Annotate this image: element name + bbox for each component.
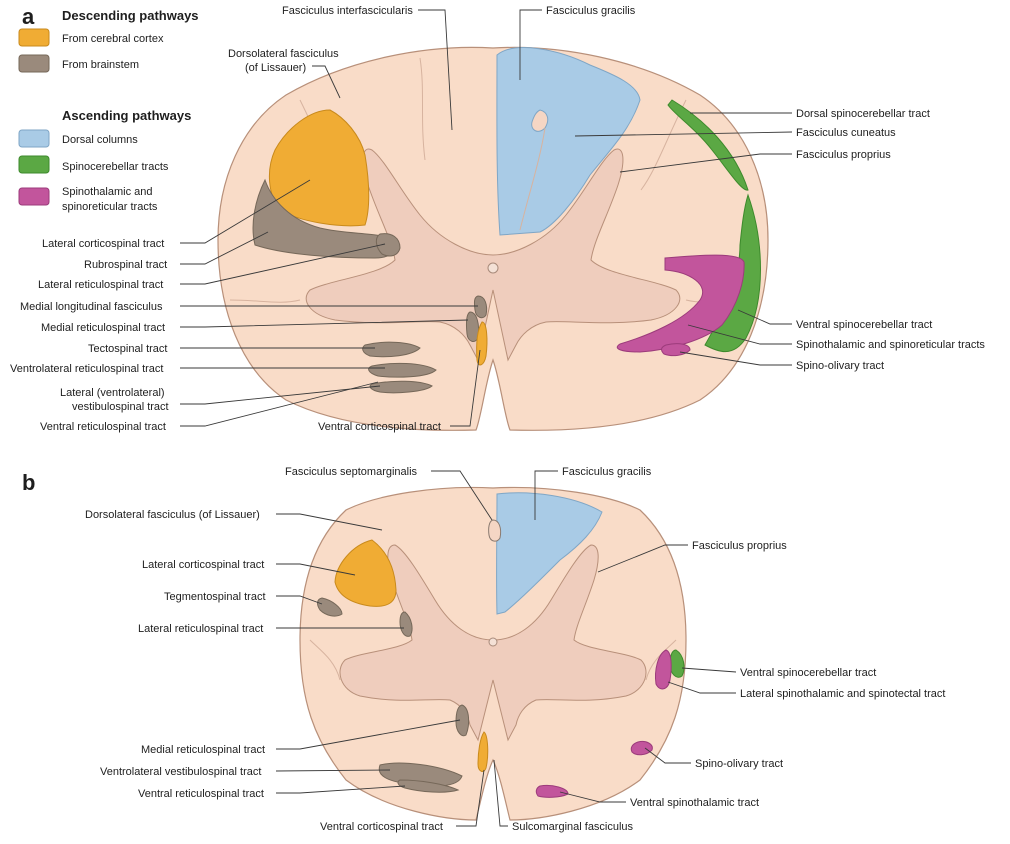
- label-a-dorsal-spinocerebellar: Dorsal spinocerebellar tract: [796, 108, 930, 120]
- label-a-dorsolateral-1: Dorsolateral fasciculus: [228, 48, 339, 60]
- label-a-fasciculus-proprius: Fasciculus proprius: [796, 149, 891, 161]
- legend-swatch-brainstem: [19, 55, 49, 72]
- panel-a-letter: a: [22, 4, 35, 29]
- label-a-medial-longitudinal: Medial longitudinal fasciculus: [20, 301, 163, 313]
- legend-ascending-title: Ascending pathways: [62, 108, 191, 123]
- label-b-ventral-reticulospinal: Ventral reticulospinal tract: [138, 788, 264, 800]
- legend-label-brainstem: From brainstem: [62, 59, 139, 71]
- label-b-dorsolateral: Dorsolateral fasciculus (of Lissauer): [85, 509, 260, 521]
- panel-b-letter: b: [22, 470, 35, 495]
- label-a-lateral-vestibulospinal-2: vestibulospinal tract: [72, 401, 169, 413]
- label-a-lateral-reticulospinal: Lateral reticulospinal tract: [38, 279, 163, 291]
- section-a-central-canal: [488, 263, 498, 273]
- legend-swatch-dorsal-columns: [19, 130, 49, 147]
- label-a-fasciculus-gracilis: Fasciculus gracilis: [546, 5, 636, 17]
- label-b-tegmentospinal: Tegmentospinal tract: [164, 591, 266, 603]
- section-b-central-canal: [489, 638, 497, 646]
- label-a-dorsolateral-2: (of Lissauer): [245, 62, 306, 74]
- label-a-spinothalamic-spinoreticular: Spinothalamic and spinoreticular tracts: [796, 339, 985, 351]
- section-a: [218, 47, 768, 430]
- section-b-septomarginal: [489, 520, 501, 541]
- label-b-lateral-corticospinal: Lateral corticospinal tract: [142, 559, 264, 571]
- label-a-tectospinal: Tectospinal tract: [88, 343, 167, 355]
- legend-label-dorsal-columns: Dorsal columns: [62, 134, 138, 146]
- leader-line: [682, 668, 736, 672]
- legend-label-spinothalamic-1: Spinothalamic and: [62, 186, 153, 198]
- label-b-ventral-spinocerebellar: Ventral spinocerebellar tract: [740, 667, 876, 679]
- label-a-fasciculus-interfascicularis: Fasciculus interfascicularis: [282, 5, 413, 17]
- label-a-lateral-vestibulospinal-1: Lateral (ventrolateral): [60, 387, 165, 399]
- label-b-fasciculus-gracilis: Fasciculus gracilis: [562, 466, 652, 478]
- label-b-lateral-spinothalamic: Lateral spinothalamic and spinotectal tr…: [740, 688, 945, 700]
- label-b-ventrolateral-vestibulospinal: Ventrolateral vestibulospinal tract: [100, 766, 261, 778]
- label-a-ventral-corticospinal: Ventral corticospinal tract: [318, 421, 441, 433]
- legend: Descending pathways From cerebral cortex…: [19, 8, 199, 213]
- label-b-fasciculus-proprius: Fasciculus proprius: [692, 540, 787, 552]
- label-b-ventral-corticospinal: Ventral corticospinal tract: [320, 821, 443, 833]
- label-b-medial-reticulospinal: Medial reticulospinal tract: [141, 744, 265, 756]
- legend-label-spinocerebellar: Spinocerebellar tracts: [62, 161, 169, 173]
- label-a-ventral-spinocerebellar: Ventral spinocerebellar tract: [796, 319, 932, 331]
- legend-label-spinothalamic-2: spinoreticular tracts: [62, 201, 158, 213]
- legend-swatch-cortex: [19, 29, 49, 46]
- legend-descending-title: Descending pathways: [62, 8, 199, 23]
- legend-swatch-spinocerebellar: [19, 156, 49, 173]
- label-a-medial-reticulospinal: Medial reticulospinal tract: [41, 322, 165, 334]
- legend-swatch-spinothalamic: [19, 188, 49, 205]
- label-a-spino-olivary: Spino-olivary tract: [796, 360, 884, 372]
- label-b-spino-olivary: Spino-olivary tract: [695, 758, 783, 770]
- label-a-lateral-corticospinal: Lateral corticospinal tract: [42, 238, 164, 250]
- label-a-fasciculus-cuneatus: Fasciculus cuneatus: [796, 127, 896, 139]
- section-b-spino-olivary: [631, 741, 652, 754]
- label-b-lateral-reticulospinal: Lateral reticulospinal tract: [138, 623, 263, 635]
- label-a-ventrolateral-reticulospinal: Ventrolateral reticulospinal tract: [10, 363, 163, 375]
- label-b-sulcomarginal: Sulcomarginal fasciculus: [512, 821, 634, 833]
- label-b-ventral-spinothalamic: Ventral spinothalamic tract: [630, 797, 759, 809]
- label-a-rubrospinal: Rubrospinal tract: [84, 259, 167, 271]
- legend-label-cortex: From cerebral cortex: [62, 33, 164, 45]
- label-b-fasciculus-septomarginalis: Fasciculus septomarginalis: [285, 466, 418, 478]
- label-a-ventral-reticulospinal: Ventral reticulospinal tract: [40, 421, 166, 433]
